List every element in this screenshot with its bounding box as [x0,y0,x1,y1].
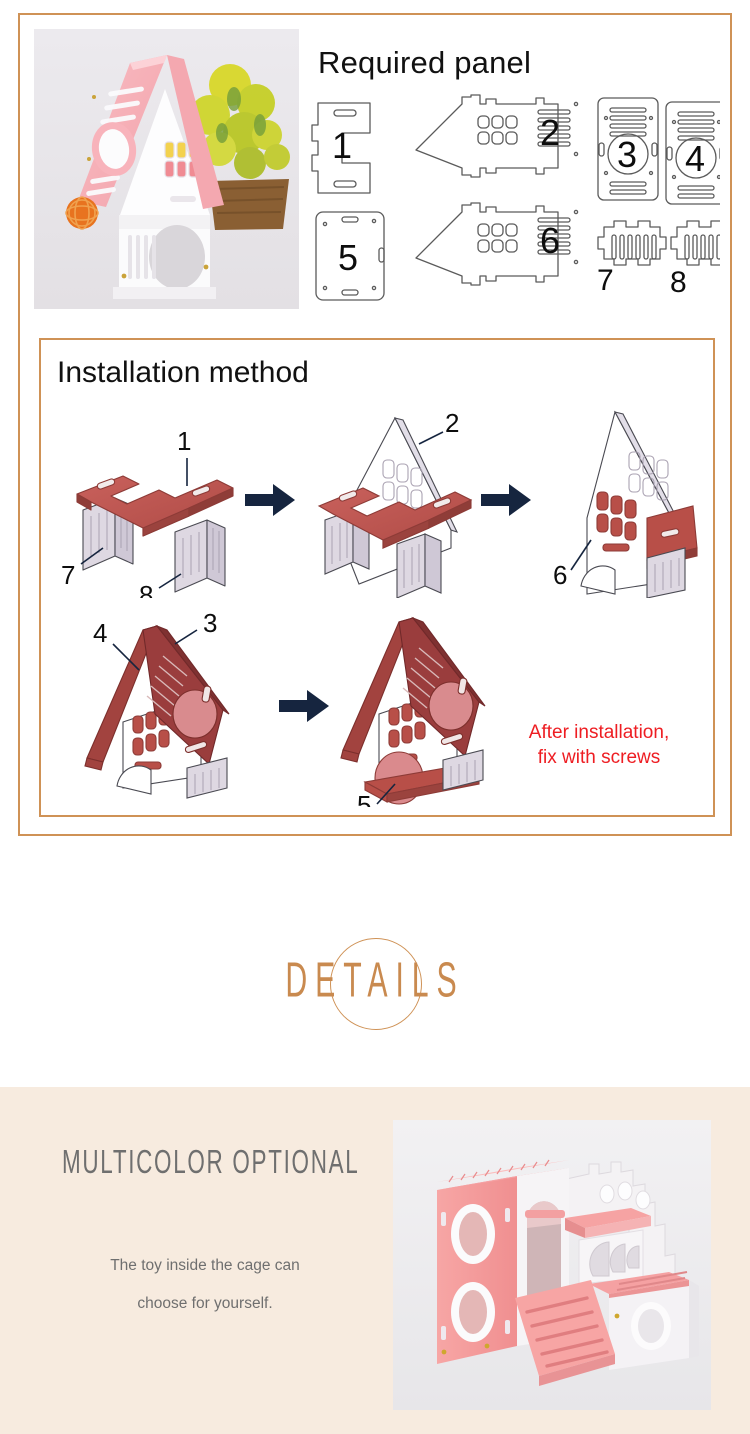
top-instruction-area: Required panel [18,13,732,836]
panel-shape-5 [315,211,385,301]
panel-number-6: 6 [540,220,560,261]
install-callout-3: 3 [203,608,217,638]
panel-number-3: 3 [617,134,637,175]
arrow-right-icon-3 [279,690,329,722]
required-panel-section: Required panel [20,15,730,318]
arrow-right-icon-1 [245,484,295,516]
install-callout-2: 2 [445,408,459,438]
installation-step-row-2: 4 3 [47,592,711,807]
details-divider: DETAILS [0,860,750,1087]
details-word: DETAILS [285,951,465,1008]
panel-shape-2 [415,94,579,178]
multicolor-caption-line-2: choose for yourself. [137,1294,273,1312]
required-panel-title: Required panel [318,45,532,80]
panel-shape-1 [311,102,371,194]
install-callout-5: 5 [357,790,371,807]
install-callout-7: 7 [61,560,75,590]
screw-note-line-1: After installation, [528,722,670,743]
installation-method-section: Installation method [39,338,715,817]
panel-shape-6 [415,202,579,286]
multicolor-caption-line-1: The toy inside the cage can [110,1257,300,1274]
product-photo-bottom [393,1120,711,1410]
multicolor-caption: The toy inside the cage can choose for y… [40,1247,370,1323]
arrow-right-icon-2 [481,484,531,516]
panel-number-2: 2 [540,112,560,153]
panel-diagram-area: 1 2 3 4 5 6 7 8 [310,90,720,315]
multicolor-title: MULTICOLOR OPTIONAL [62,1143,360,1180]
details-circle-decoration [330,938,422,1030]
panel-number-1: 1 [332,125,352,166]
install-step-1 [76,458,234,593]
instruction-outer-frame: Required panel [18,13,732,836]
install-callout-6: 6 [553,560,567,590]
install-callout-1: 1 [177,426,191,456]
panel-shape-8 [670,220,720,266]
installation-step-row-1: 1 7 8 [47,398,711,598]
panel-shape-4 [665,101,720,205]
install-step-4 [84,624,230,799]
install-step-2 [317,416,473,598]
panel-shape-3 [597,97,659,201]
screw-note: After installation, fix with screws [501,720,697,770]
install-callout-8: 8 [139,580,153,598]
install-step-3 [570,410,698,598]
install-callout-4: 4 [93,618,107,648]
panel-number-7: 7 [597,264,614,297]
panel-shape-7 [597,220,667,266]
panel-number-5: 5 [338,237,358,278]
screw-note-line-2: fix with screws [537,747,661,769]
product-photo-top [34,29,299,309]
panel-number-4: 4 [685,138,705,179]
install-step-5 [340,616,486,805]
panel-number-8: 8 [670,266,687,299]
installation-method-title: Installation method [57,356,309,389]
